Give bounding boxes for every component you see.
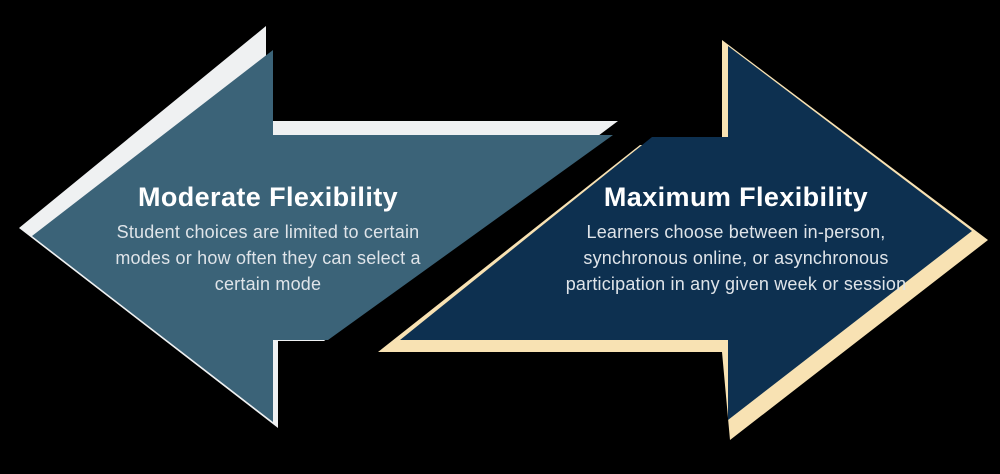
moderate-arrow-shape	[32, 50, 613, 422]
maximum-arrow-shape	[400, 46, 972, 420]
